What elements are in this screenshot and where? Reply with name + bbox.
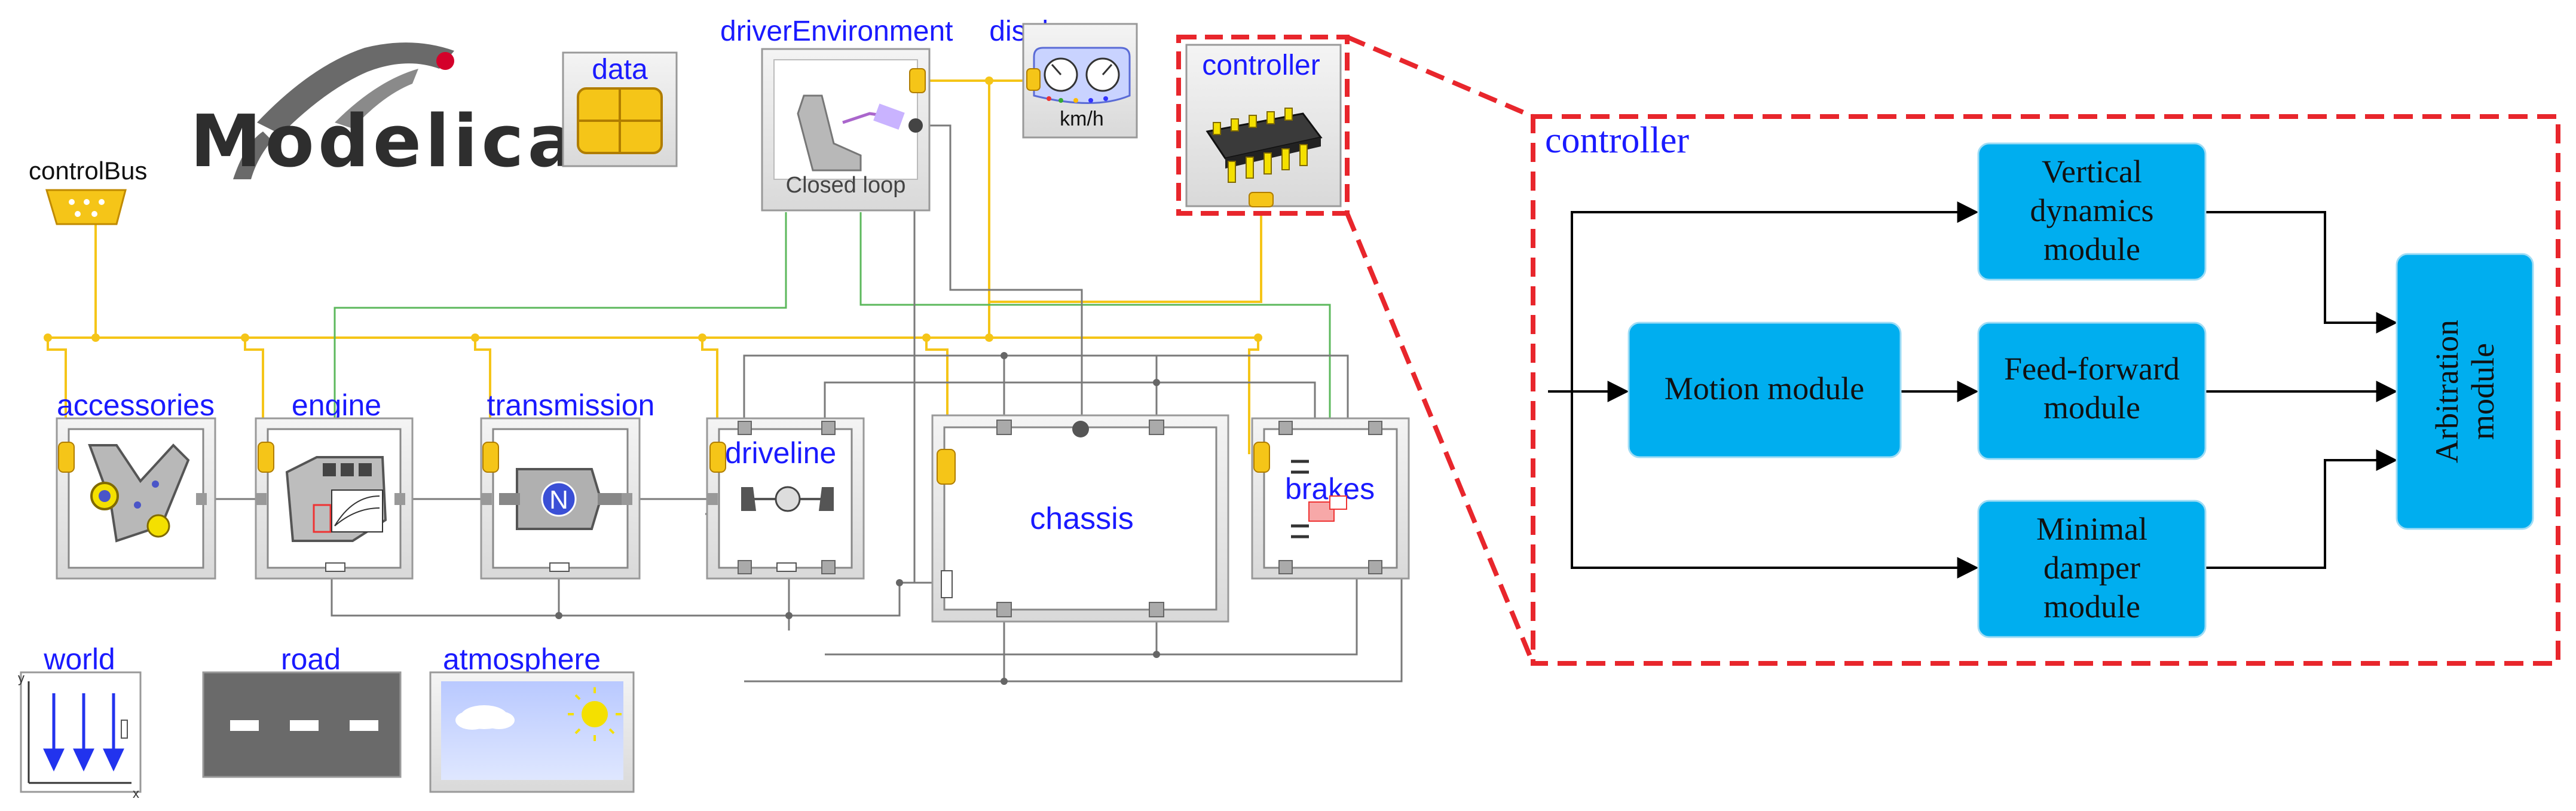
arbitration-module-block: Arbitration module bbox=[2396, 253, 2534, 530]
feedforward-line-1: Feed-forward bbox=[2004, 351, 2180, 387]
display-component[interactable]: display km/h bbox=[989, 16, 1138, 139]
minimal-line-2: damper bbox=[2043, 550, 2140, 586]
transmission-label: transmission bbox=[487, 388, 655, 422]
motion-module-block: Motion module bbox=[1627, 322, 1902, 458]
seat-icon bbox=[797, 94, 862, 172]
chip-icon bbox=[1206, 108, 1323, 183]
control-bus-connector[interactable]: controlBus bbox=[29, 157, 147, 225]
arbitration-line-1: Arbitration bbox=[2429, 320, 2465, 463]
detail-title: controller bbox=[1545, 120, 1689, 161]
arbitration-line-2: module bbox=[2465, 343, 2501, 440]
engine-label: engine bbox=[292, 388, 381, 422]
driveline-component[interactable]: driveline bbox=[706, 417, 865, 580]
atmosphere-label: atmosphere bbox=[443, 642, 601, 676]
chassis-component[interactable]: chassis bbox=[931, 414, 1229, 623]
brakes-component[interactable]: brakes bbox=[1251, 417, 1410, 580]
world-axis-y: y bbox=[18, 671, 25, 685]
minimal-line-1: Minimal bbox=[2036, 511, 2147, 547]
accessories-label: accessories bbox=[57, 388, 215, 422]
controller-label: controller bbox=[1202, 50, 1320, 81]
vertical-dynamics-module-block: Vertical dynamics module bbox=[1977, 142, 2207, 281]
vertical-line-2: dynamics bbox=[2030, 192, 2154, 228]
driver-environment-component[interactable]: driverEnvironment Closed loop bbox=[720, 16, 953, 212]
accessories-component[interactable]: accessories bbox=[56, 388, 216, 580]
display-unit: km/h bbox=[1060, 108, 1104, 130]
world-label: world bbox=[43, 642, 115, 676]
engine-component[interactable]: engine bbox=[255, 388, 414, 580]
control-bus-label: controlBus bbox=[29, 157, 147, 185]
vertical-line-1: Vertical bbox=[2042, 154, 2142, 189]
controller-component[interactable]: controller bbox=[1176, 35, 1350, 216]
chassis-label: chassis bbox=[1030, 501, 1133, 536]
atmosphere-component[interactable]: atmosphere bbox=[429, 642, 635, 793]
data-label: data bbox=[592, 54, 648, 85]
minimal-line-3: module bbox=[2043, 589, 2140, 625]
feedforward-line-2: module bbox=[2043, 390, 2140, 426]
driveline-label: driveline bbox=[725, 436, 836, 470]
road-label: road bbox=[281, 642, 341, 676]
gear-indicator: N bbox=[549, 485, 568, 515]
motion-module-label: Motion module bbox=[1665, 371, 1865, 406]
logo-text: Modelica bbox=[190, 100, 580, 183]
road-component[interactable]: road bbox=[202, 642, 402, 778]
world-axis-x: x bbox=[133, 786, 139, 801]
driver-environment-label: driverEnvironment bbox=[720, 16, 953, 47]
cloud-icon bbox=[455, 705, 515, 730]
controller-detail-panel: controller Motion module Vertical dynami… bbox=[1345, 35, 2560, 666]
data-component[interactable]: data bbox=[562, 51, 678, 167]
sun-icon bbox=[568, 687, 622, 741]
vertical-line-3: module bbox=[2043, 231, 2140, 267]
driver-environment-sublabel: Closed loop bbox=[786, 173, 906, 198]
minimal-damper-module-block: Minimal damper module bbox=[1977, 500, 2207, 638]
world-component[interactable]: world y x bbox=[18, 642, 142, 801]
modelica-logo: Modelica bbox=[190, 42, 580, 183]
feed-forward-module-block: Feed-forward module bbox=[1977, 322, 2207, 460]
transmission-component[interactable]: transmission N bbox=[480, 388, 655, 580]
